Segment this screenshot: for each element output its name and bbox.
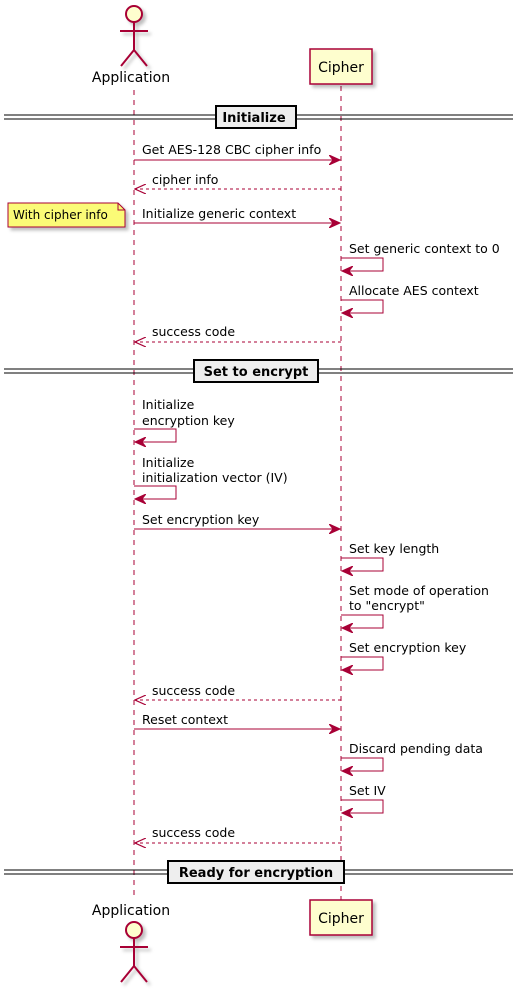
application-label-top: Application (92, 70, 170, 86)
arrow-discard-pending-data (341, 757, 384, 771)
message-initialize-iv-line2: initialization vector (IV) (142, 470, 288, 485)
cipher-label-bottom: Cipher (318, 911, 364, 927)
cipher-participant-box-top (309, 48, 373, 85)
message-set-key-length: Set key length (349, 541, 439, 556)
message-initialize-encryption-key-line1: Initialize (142, 397, 195, 412)
message-set-encryption-key: Set encryption key (142, 512, 260, 527)
message-initialize-iv-line1: Initialize (142, 455, 195, 470)
arrow-allocate-aes-context (341, 299, 384, 313)
divider-initialize: Initialize (4, 105, 513, 129)
message-set-encryption-key-cipher: Set encryption key (349, 640, 467, 655)
message-cipher-info: cipher info (152, 172, 218, 187)
actor-icon (120, 921, 148, 983)
cipher-participant-box-bottom (309, 899, 373, 936)
message-allocate-aes-context: Allocate AES context (349, 283, 479, 298)
application-actor-bottom (120, 921, 148, 983)
arrow-set-iv (341, 799, 384, 813)
message-success-code-3: success code (152, 825, 235, 840)
message-initialize-generic-context: Initialize generic context (142, 206, 296, 221)
message-initialize-encryption-key-line2: encryption key (142, 413, 235, 428)
message-set-mode-line1: Set mode of operation (349, 583, 489, 598)
message-set-mode-line2: to "encrypt" (349, 598, 425, 613)
message-set-generic-context-zero: Set generic context to 0 (349, 241, 500, 256)
divider-set-to-encrypt-label: Set to encrypt (204, 365, 309, 380)
divider-ready-for-encryption-label: Ready for encryption (179, 866, 333, 881)
application-label-bottom: Application (92, 903, 170, 919)
divider-set-to-encrypt: Set to encrypt (4, 359, 513, 383)
actor-icon (120, 5, 148, 67)
message-get-cipher-info: Get AES-128 CBC cipher info (142, 142, 321, 157)
message-set-iv: Set IV (349, 783, 386, 798)
divider-initialize-label: Initialize (222, 111, 285, 126)
message-success-code-1: success code (152, 324, 235, 339)
note-with-cipher-info-text: With cipher info (13, 208, 108, 222)
note-with-cipher-info (7, 202, 126, 228)
arrow-set-encryption-key-cipher (341, 656, 384, 670)
cipher-label-top: Cipher (318, 60, 364, 76)
arrow-set-generic-context-zero (341, 257, 384, 271)
arrow-initialize-iv (134, 485, 177, 499)
application-actor-top (120, 5, 148, 67)
message-discard-pending-data: Discard pending data (349, 741, 483, 756)
divider-ready-for-encryption: Ready for encryption (4, 860, 513, 884)
arrow-set-mode (341, 614, 384, 628)
message-reset-context: Reset context (142, 712, 228, 727)
arrow-set-key-length (341, 557, 384, 571)
arrow-initialize-encryption-key (134, 428, 177, 442)
message-success-code-2: success code (152, 683, 235, 698)
